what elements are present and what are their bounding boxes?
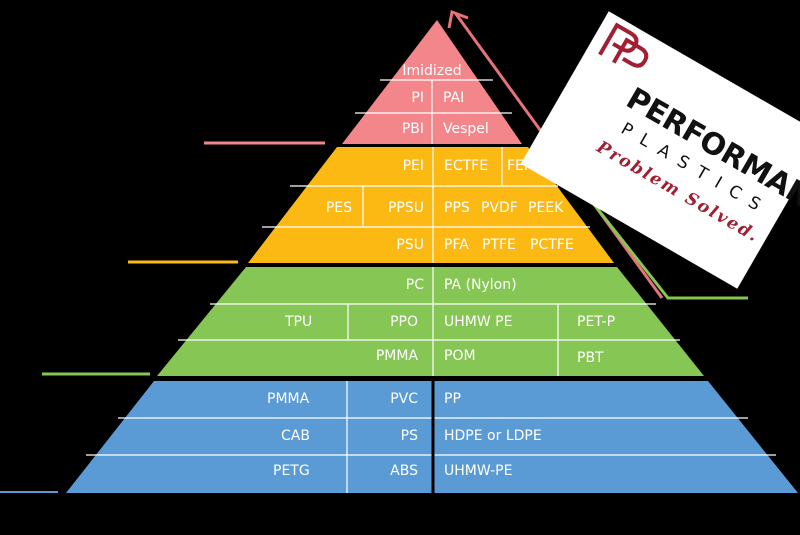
tier2-row2-left-a: PES — [325, 200, 352, 216]
tier3-row2-left-a: TPU — [285, 314, 313, 330]
tier3-row2-left-b: PPO — [390, 314, 418, 330]
tier4-row2-left-a: CAB — [281, 428, 310, 444]
tier2-band — [248, 147, 614, 263]
tier3-row3-right-b: PBT — [577, 350, 604, 366]
tier2-row1-left: PEI — [402, 158, 424, 174]
tier3-band — [157, 267, 704, 376]
tier4-row2-right: HDPE or LDPE — [444, 428, 542, 444]
tier3-row3-left: PMMA — [375, 348, 418, 364]
tier2-row3-right-b: PTFE — [482, 237, 516, 253]
pp-logo-mark — [598, 22, 649, 68]
tier4-row3-right: UHMW-PE — [444, 463, 513, 479]
tier4-row1-left-a: PMMA — [267, 391, 310, 407]
tier1-row1-right: PAI — [443, 90, 465, 106]
tier4-row1-right: PP — [444, 391, 461, 407]
tier2-row2-left-b: PPSU — [387, 200, 424, 216]
tier1-row2-left: PBI — [401, 121, 424, 137]
tier1-row2-right: Vespel — [443, 121, 489, 137]
tier2-row2-right-a: PPS — [444, 200, 470, 216]
tier3-row1-right: PA (Nylon) — [444, 277, 517, 293]
tier2-row2-right-b: PVDF — [481, 200, 518, 216]
tier4-row3-left-a: PETG — [273, 463, 310, 479]
tier2-row3-right-c: PCTFE — [530, 237, 574, 253]
tier1-title: Imidized — [402, 63, 462, 79]
tier3-row3-right-a: POM — [444, 348, 476, 364]
tier2-row2-right-c: PEEK — [528, 200, 564, 216]
tier1-row1-left: PI — [411, 90, 424, 106]
trend-arrow-head — [447, 9, 469, 29]
tier4-row1-left-b: PVC — [390, 391, 418, 407]
tier2-row1-right-a: ECTFE — [444, 158, 489, 174]
tier3-row2-right-b: PET-P — [577, 314, 616, 330]
tier3-row1-left: PC — [405, 277, 424, 293]
performance-plastics-logo: PERFORMANCE PLASTICS Problem Solved. — [520, 11, 800, 289]
tier4-row2-left-b: PS — [400, 428, 418, 444]
tier2-row3-right-a: PFA — [444, 237, 469, 253]
tier4-row3-left-b: ABS — [390, 463, 418, 479]
tier3-row2-right-a: UHMW PE — [444, 314, 513, 330]
tier2-row3-left: PSU — [396, 237, 424, 253]
